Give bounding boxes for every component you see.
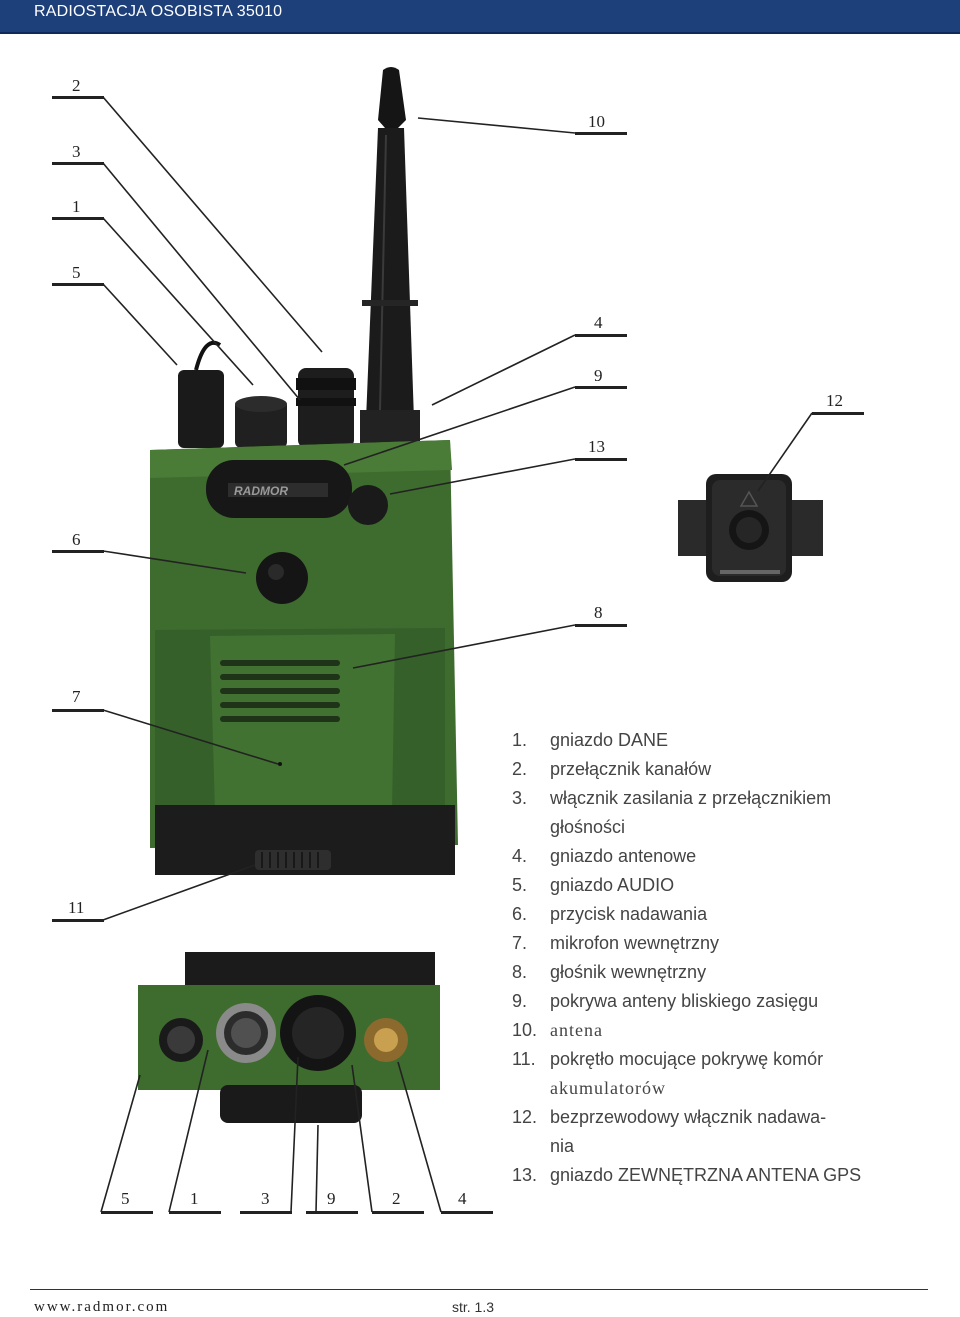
legend-num: 9. (512, 991, 528, 1011)
radio-logo: RADMOR (234, 484, 288, 498)
legend-text: pokrętło mocujące pokrywę komór (550, 1049, 824, 1069)
legend-num: 8. (512, 962, 528, 982)
legend-item: 2. przełącznik kanałów (512, 755, 942, 784)
callout-bottom-5: 5 (121, 1189, 130, 1208)
legend-text: akumulatorów (550, 1078, 666, 1098)
radio-figure: RADMOR (52, 67, 864, 1214)
callout-9: 9 (594, 366, 603, 385)
radio-top-view (138, 952, 440, 1123)
legend-item: 4. gniazdo antenowe (512, 842, 942, 871)
legend-item: 10. antena (512, 1016, 942, 1045)
callout-8: 8 (594, 603, 603, 622)
legend-text: bezprzewodowy włącznik nadawa- (550, 1107, 827, 1127)
callout-bottom-3: 3 (261, 1189, 270, 1208)
callout-5: 5 (72, 263, 81, 282)
legend-num: 1. (512, 730, 528, 750)
legend-text: gniazdo ZEWNĘTRZNA ANTENA GPS (550, 1165, 862, 1185)
legend-item: akumulatorów (512, 1074, 942, 1103)
legend-num: 6. (512, 904, 528, 924)
antenna (360, 67, 420, 446)
callout-10: 10 (588, 112, 605, 131)
legend-item: 12. bezprzewodowy włącznik nadawa- (512, 1103, 942, 1132)
page-header: RADIOSTACJA OSOBISTA 35010 (0, 0, 960, 32)
legend-num (512, 1074, 550, 1103)
callout-3: 3 (72, 142, 81, 161)
legend-text: nia (550, 1136, 575, 1156)
legend-text: głośnik wewnętrzny (550, 962, 707, 982)
legend-text: mikrofon wewnętrzny (550, 933, 720, 953)
legend-text: przycisk nadawania (550, 904, 708, 924)
page-title: RADIOSTACJA OSOBISTA 35010 (34, 3, 283, 20)
legend-item: głośności (512, 813, 942, 842)
legend-num: 2. (512, 759, 528, 779)
callout-12: 12 (826, 391, 843, 410)
legend-text: antena (550, 1020, 603, 1040)
legend-num: 10. (512, 1020, 538, 1040)
legend-num (512, 1132, 550, 1161)
top-connectors (178, 340, 356, 448)
legend-item: 13. gniazdo ZEWNĘTRZNA ANTENA GPS (512, 1161, 942, 1190)
legend-text: głośności (550, 817, 626, 837)
footer-url[interactable]: www.radmor.com (34, 1299, 170, 1315)
legend-num (512, 813, 550, 842)
legend-item: 11. pokrętło mocujące pokrywę komór (512, 1045, 942, 1074)
legend-num: 3. (512, 788, 528, 808)
header-divider (0, 32, 960, 34)
callout-bottom-9: 9 (327, 1189, 336, 1208)
legend-text: włącznik zasilania z przełącznikiem (550, 788, 832, 808)
callout-bottom-1: 1 (190, 1189, 199, 1208)
page-number: str. 1.3 (452, 1299, 495, 1315)
callout-bottom-4: 4 (458, 1189, 467, 1208)
footer-divider (30, 1289, 928, 1290)
legend-num: 7. (512, 933, 528, 953)
callout-11: 11 (68, 898, 85, 917)
legend-item: 5. gniazdo AUDIO (512, 871, 942, 900)
legend-num: 13. (512, 1165, 538, 1185)
legend-num: 5. (512, 875, 528, 895)
callout-bars (52, 96, 864, 1214)
legend-text: gniazdo antenowe (550, 846, 697, 866)
legend-item: 1. gniazdo DANE (512, 726, 942, 755)
legend-num: 4. (512, 846, 528, 866)
legend-item: 6. przycisk nadawania (512, 900, 942, 929)
radio-body: RADMOR (150, 440, 458, 875)
legend-item: 3. włącznik zasilania z przełącznikiem (512, 784, 942, 813)
callout-1: 1 (72, 197, 81, 216)
legend-item: 7. mikrofon wewnętrzny (512, 929, 942, 958)
callout-bottom-2: 2 (392, 1189, 401, 1208)
legend-text: gniazdo DANE (550, 730, 669, 750)
legend-item: 8. głośnik wewnętrzny (512, 958, 942, 987)
legend-num: 12. (512, 1107, 538, 1127)
legend-text: przełącznik kanałów (550, 759, 712, 779)
legend-text: gniazdo AUDIO (550, 875, 675, 895)
callout-7: 7 (72, 687, 81, 706)
parts-legend: 1. gniazdo DANE 2. przełącznik kanałów 3. w… (512, 726, 942, 1190)
callout-2: 2 (72, 76, 81, 95)
wireless-ptt-switch (678, 474, 823, 582)
callout-4: 4 (594, 313, 603, 332)
legend-num: 11. (512, 1049, 536, 1069)
speaker-grille (220, 660, 340, 722)
legend-item: nia (512, 1132, 942, 1161)
legend-item: 9. pokrywa anteny bliskiego zasięgu (512, 987, 942, 1016)
callout-6: 6 (72, 530, 81, 549)
legend-text: pokrywa anteny bliskiego zasięgu (550, 991, 819, 1011)
callout-13: 13 (588, 437, 605, 456)
